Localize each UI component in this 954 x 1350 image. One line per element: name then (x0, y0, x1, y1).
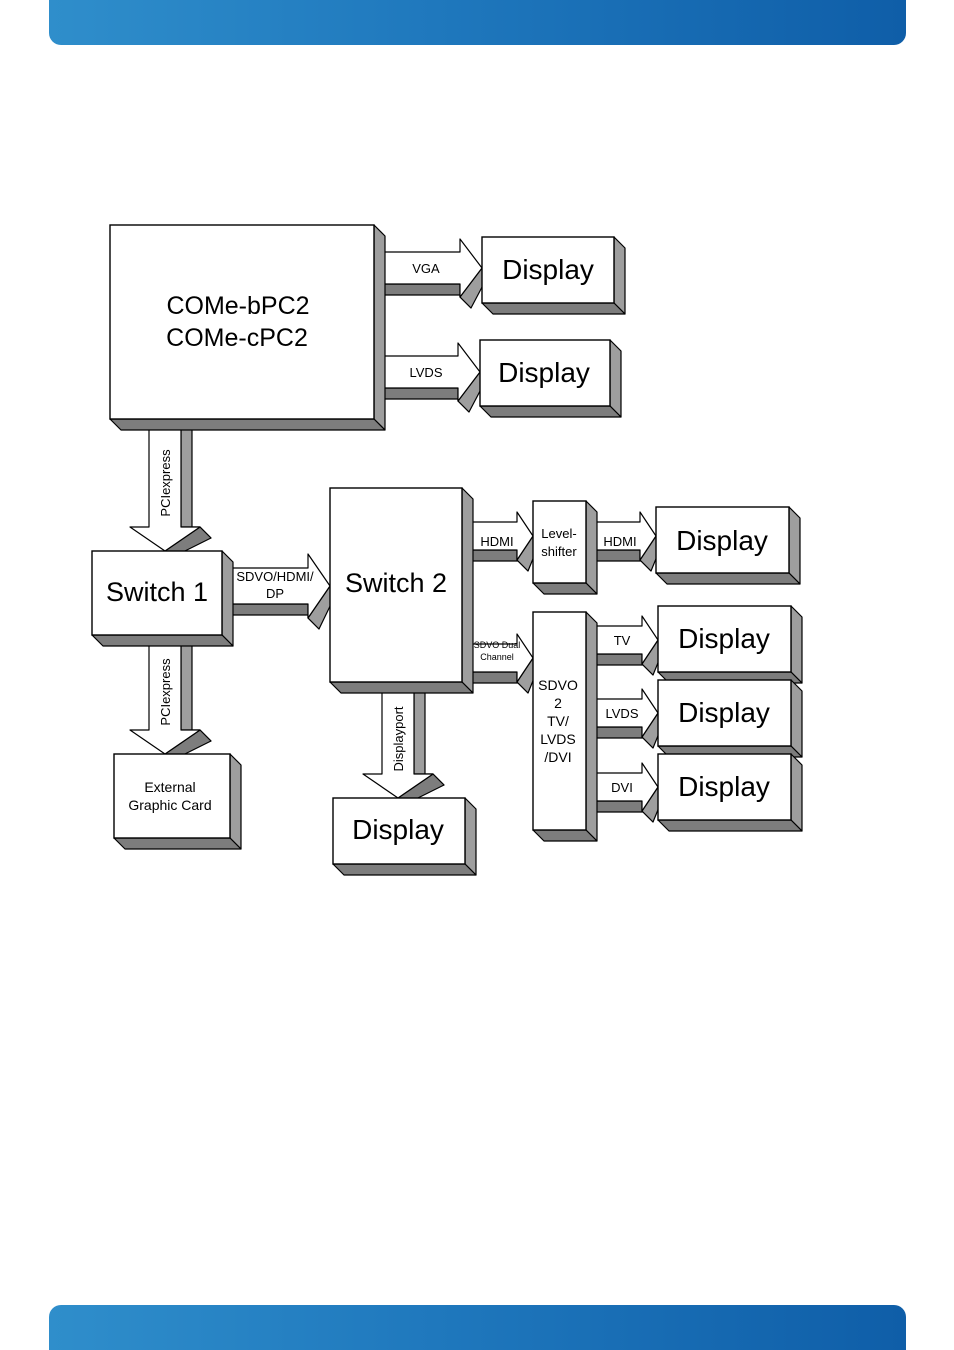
edge-pcie1-label: PCIexpress (158, 449, 173, 517)
arrow-vga-bot (374, 284, 471, 308)
node-display-dp-bot (333, 864, 476, 875)
node-display-dp-side (465, 798, 476, 875)
edge-dvi-label: DVI (611, 780, 633, 795)
node-display-dvi-side (791, 754, 802, 831)
node-levelshifter-bot (533, 583, 597, 594)
edge-sdvo-dual-line1: SDVO Dual (474, 640, 521, 650)
node-come-side (374, 225, 385, 430)
display-dvi-label: Display (678, 771, 770, 802)
arrow-displayport-side (414, 682, 444, 785)
node-switch2-bot (330, 682, 473, 693)
arrow-pcie2-side (181, 635, 211, 741)
node-ext-gpu-face (114, 754, 230, 838)
switch2-label: Switch 2 (345, 568, 447, 598)
sdvo-label-line1: SDVO (538, 677, 578, 693)
node-display-hdmi-bot (656, 573, 800, 584)
come-label-line1: COMe-bPC2 (166, 292, 309, 320)
sdvo-label-line4: LVDS (540, 731, 576, 747)
display-lvds2-label: Display (678, 697, 770, 728)
node-switch1-side (222, 551, 233, 646)
edge-hdmi2-label: HDMI (603, 534, 636, 549)
node-sdvo-bot (533, 830, 597, 841)
node-display-hdmi-side (789, 507, 800, 584)
node-switch1-bot (92, 635, 233, 646)
node-display-lvds-bot (480, 406, 621, 417)
ext-gpu-label-line1: External (144, 779, 195, 795)
edge-vga-label: VGA (412, 261, 440, 276)
switch1-label: Switch 1 (106, 577, 208, 607)
ext-gpu-label-line2: Graphic Card (128, 797, 211, 813)
levelshifter-label-line1: Level- (541, 526, 576, 541)
node-sdvo-side (586, 612, 597, 841)
node-display-lvds-side (610, 340, 621, 417)
edge-sdvo-hdmi-dp-line2: DP (266, 586, 284, 601)
edge-pcie2-label: PCIexpress (158, 658, 173, 726)
edge-displayport-label: Displayport (391, 706, 406, 771)
display-dp-label: Display (352, 814, 444, 845)
node-switch2-side (462, 488, 473, 693)
come-label-line2: COMe-cPC2 (166, 324, 308, 352)
arrow-pcie1-side (181, 419, 211, 538)
edge-tv-label: TV (614, 633, 631, 648)
display-hdmi-label: Display (676, 525, 768, 556)
edge-lvds-label: LVDS (410, 365, 443, 380)
levelshifter-label-line2: shifter (541, 544, 577, 559)
edge-hdmi1-label: HDMI (480, 534, 513, 549)
node-display-dvi-bot (658, 820, 802, 831)
node-display-tv-side (791, 606, 802, 683)
node-come-face (110, 225, 374, 419)
node-levelshifter-side (586, 501, 597, 594)
node-ext-gpu-bot (114, 838, 241, 849)
node-levelshifter-face (533, 501, 586, 583)
arrow-lvds-bot (374, 388, 469, 412)
node-come-bot (110, 419, 385, 430)
arrow-sdvo-hdmi-dp-bot (222, 604, 319, 629)
sdvo-label-line2: 2 (554, 695, 562, 711)
display-vga-label: Display (502, 254, 594, 285)
display-tv-label: Display (678, 623, 770, 654)
node-display-vga-side (614, 237, 625, 314)
sdvo-label-line5: /DVI (544, 749, 571, 765)
node-display-lvds2-side (791, 680, 802, 757)
edge-sdvo-hdmi-dp-line1: SDVO/HDMI/ (236, 569, 314, 584)
node-ext-gpu-side (230, 754, 241, 849)
display-lvds-label: Display (498, 357, 590, 388)
sdvo-label-line3: TV/ (547, 713, 569, 729)
edge-lvds2-label: LVDS (606, 706, 639, 721)
node-display-vga-bot (482, 303, 625, 314)
edge-sdvo-dual-line2: Channel (480, 652, 514, 662)
